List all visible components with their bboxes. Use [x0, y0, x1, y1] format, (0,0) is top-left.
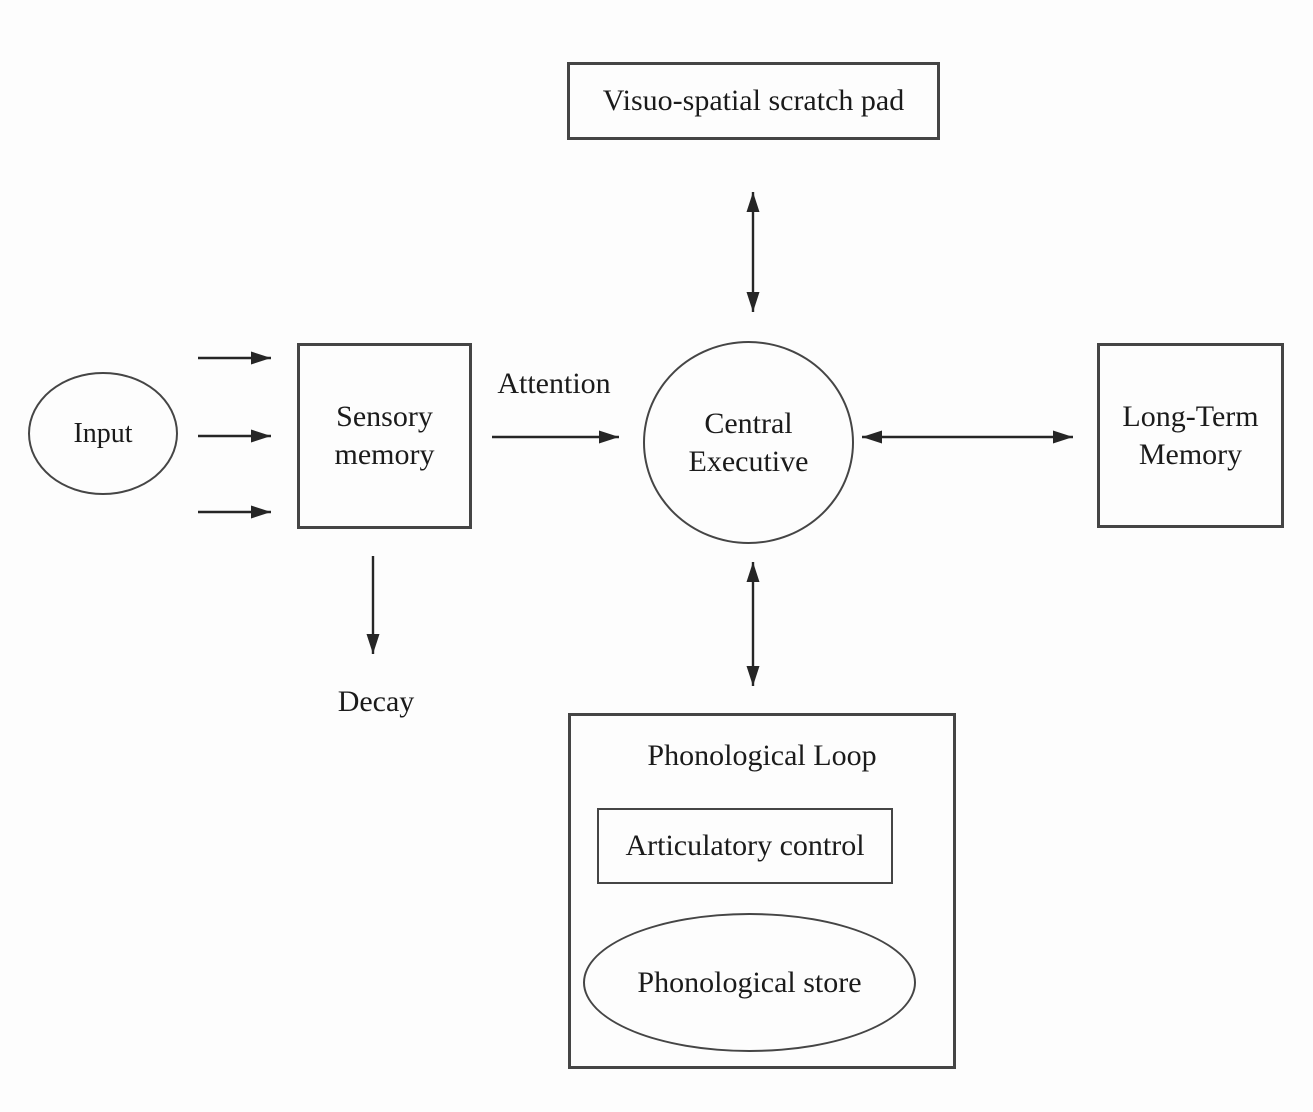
long-term-memory-label: Long-Term Memory [1122, 399, 1259, 471]
node-input: Input [28, 372, 178, 495]
node-phonological-store: Phonological store [583, 913, 916, 1052]
articulatory-control-label: Articulatory control [625, 829, 865, 862]
node-central-executive: Central Executive [643, 341, 854, 544]
input-label: Input [73, 417, 133, 449]
node-articulatory-control: Articulatory control [597, 808, 893, 884]
attention-edge-label: Attention [497, 367, 611, 400]
node-visuo-spatial-scratch-pad: Visuo-spatial scratch pad [567, 62, 940, 140]
central-executive-label: Central Executive [688, 406, 809, 478]
sensory-memory-label: Sensory memory [334, 400, 435, 471]
node-phonological-loop: Phonological Loop Articulatory control P… [568, 713, 956, 1069]
decay-edge-label: Decay [337, 685, 415, 718]
node-long-term-memory: Long-Term Memory [1097, 343, 1284, 528]
phonological-loop-label: Phonological Loop [647, 739, 877, 772]
visuo-spatial-scratch-pad-label: Visuo-spatial scratch pad [602, 84, 905, 117]
node-sensory-memory: Sensory memory [297, 343, 472, 529]
phonological-store-label: Phonological store [637, 965, 862, 999]
